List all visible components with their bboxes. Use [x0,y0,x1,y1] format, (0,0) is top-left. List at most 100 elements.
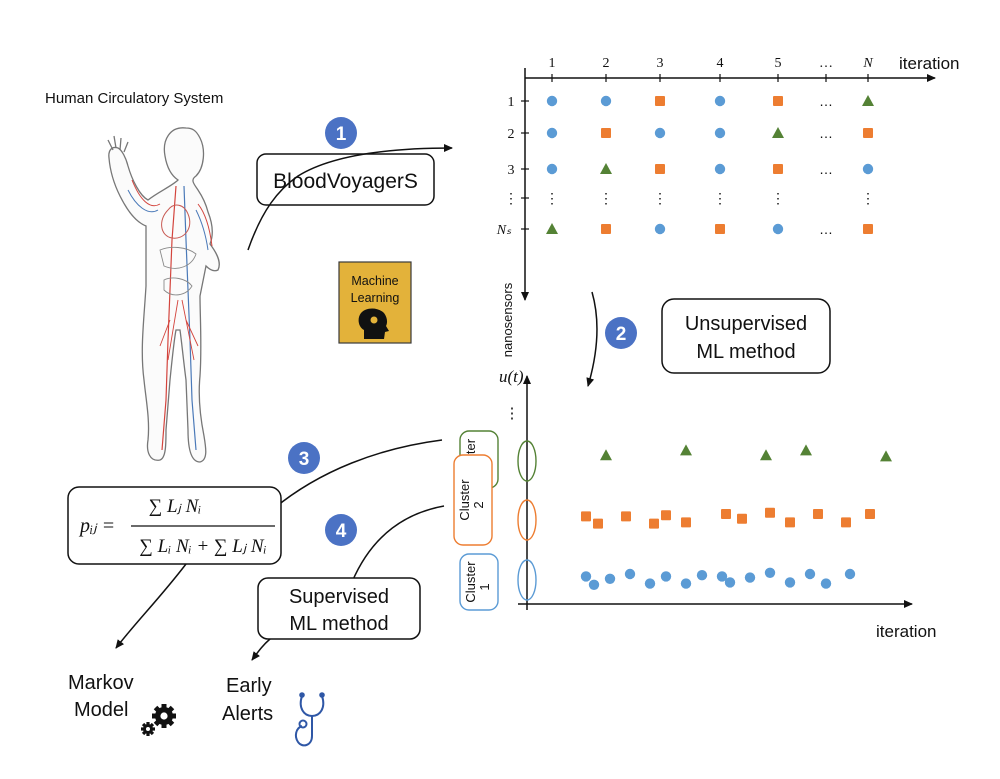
matrix-cell-triangle [600,163,612,174]
matrix-cell-square [863,224,873,234]
machine-learning-line-2: Learning [351,291,400,305]
step-3-number: 3 [299,449,310,470]
stethoscope-icon [294,692,325,747]
markov-model-line-1: Markov [68,672,134,694]
cluster-point [681,517,691,528]
supervised-line-2: ML method [289,613,388,635]
matrix-column-label: … [819,56,833,71]
early-alerts-line-2: Alerts [222,703,273,725]
matrix-cell-ellipsis: … [819,93,833,109]
matrix-cell-square [863,128,873,138]
cluster-point [696,570,708,581]
cluster-point [600,449,612,461]
arrow-to-markov-model [115,563,187,649]
early-alerts-line-1: Early [226,675,272,697]
arrow-body-to-matrix [247,144,453,251]
cluster-axes [518,375,913,610]
step-2-number: 2 [616,324,627,345]
circulatory-system-title: Human Circulatory System [45,90,223,107]
cluster-point [744,572,756,583]
matrix-row-label: 2 [508,127,515,142]
cluster-point [784,577,796,588]
machine-learning-line-1: Machine [351,274,398,288]
bloodvoyagers-box [256,153,435,206]
matrix-cell-ellipsis: … [819,161,833,177]
cluster-point [580,571,592,582]
matrix-row-label: ⋮ [504,192,518,207]
formula-denominator: ∑ Lᵢ Nᵢ + ∑ Lⱼ Nᵢ [139,536,266,557]
matrix-axes [521,68,936,301]
matrix-cell-circle [600,95,612,107]
cluster-label-box [453,454,493,546]
step-4-badge [325,514,357,546]
matrix-cell-ellipsis: ⋮ [861,190,875,206]
matrix-cell-square [601,224,611,234]
cluster-point [588,579,600,590]
matrix-cell-circle [714,95,726,107]
matrix-cell-ellipsis: ⋮ [713,190,727,206]
cluster-label-text: Cluster [457,479,472,521]
cluster-point [721,509,731,519]
bloodvoyagers-label: BloodVoyagerS [273,170,418,193]
arrow-to-early-alerts [251,638,271,661]
cluster-point [800,444,812,456]
markov-model-line-2: Model [74,699,128,721]
cluster-point [841,517,851,528]
cluster-point [785,517,795,528]
cluster-point [604,573,616,584]
matrix-cell-circle [714,127,726,139]
matrix-column-label: N [862,56,873,71]
matrix-cell-circle [714,163,726,175]
cluster-y-axis-label: u(t) [499,367,524,386]
human-body-illustration [107,127,220,463]
step-1-badge [325,117,357,149]
matrix-cell-square [601,128,611,138]
cluster-point [680,444,692,456]
cluster-point [865,509,875,519]
unsupervised-line-2: ML method [696,341,795,363]
cluster-point [660,571,672,582]
cluster-point [724,577,736,588]
cluster-point [621,511,631,522]
cluster-marker-oval [517,499,537,541]
matrix-cell-triangle [862,95,874,106]
step-4-number: 4 [336,521,347,542]
matrix-row-label: Nₛ [496,223,512,238]
cluster-point [680,578,692,589]
matrix-cell-triangle [772,127,784,138]
matrix-cell-ellipsis: ⋮ [545,190,559,206]
matrix-iteration-label: iteration [899,54,959,73]
cluster-x-axis-label: iteration [876,622,936,641]
cluster-point [880,450,892,462]
cluster-point [844,568,856,580]
matrix-cell-square [773,96,783,106]
cluster-label-box [459,553,499,611]
matrix-cell-circle [546,163,558,175]
matrix-row-label: 1 [508,95,515,110]
cluster-point [737,513,747,524]
matrix-cell-square [655,96,665,106]
connector-clusters-to-supervised [351,505,445,583]
arrow-matrix-to-clusters [586,291,598,387]
matrix-cell-ellipsis: ⋮ [771,190,785,206]
matrix-cell-ellipsis: ⋮ [653,190,667,206]
matrix-cell-square [715,224,725,234]
cluster-point [820,578,832,589]
cluster-label-text: Cluster [463,561,478,603]
cluster-marker-oval [517,559,537,601]
cluster-label-number: 2 [471,501,486,508]
matrix-column-label: 4 [717,56,724,71]
head-gears-icon [358,308,389,339]
cluster-point [644,578,656,589]
connector-clusters-to-formula [271,439,443,511]
matrix-cell-circle [654,223,666,235]
step-3-badge [288,442,320,474]
matrix-nanosensors-label: nanosensors [500,282,515,357]
matrix-cell-circle [862,163,874,175]
cluster-point [581,511,591,522]
cluster-point [716,571,728,582]
cluster-marker-oval [517,440,537,482]
cluster-point [765,507,775,518]
matrix-cell-ellipsis: ⋮ [599,190,613,206]
